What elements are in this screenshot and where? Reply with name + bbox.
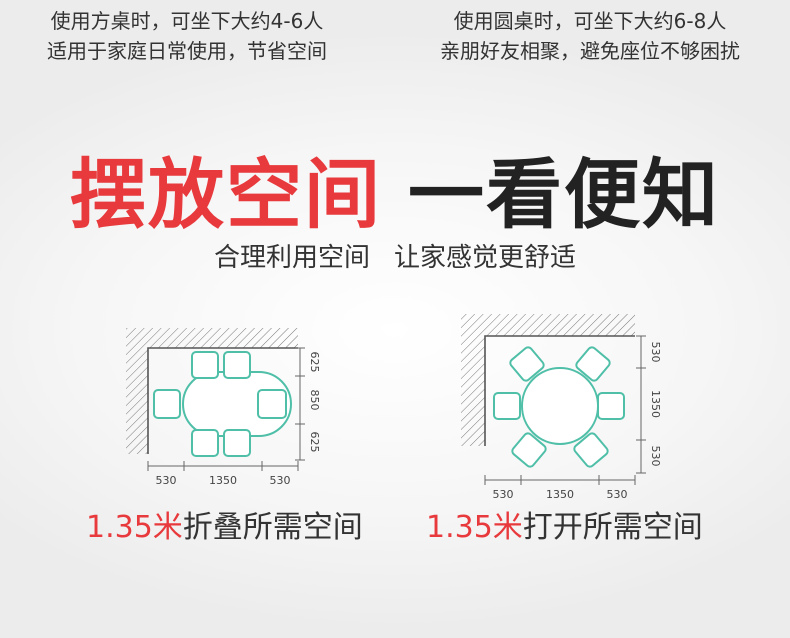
headline-black: 一看便知: [408, 150, 720, 239]
dim-bottom-1: 530: [156, 474, 177, 487]
room-outline: [147, 347, 298, 454]
chair-1: [509, 346, 545, 382]
chair-2: [575, 346, 611, 382]
chair-top-2: [223, 351, 251, 379]
open-space-number: 1.35米: [426, 510, 523, 545]
open-space-text: 打开所需空间: [522, 510, 703, 545]
chair-top-1: [191, 351, 219, 379]
open-table-layout-diagram: 530 1350 530 530 1350 530: [461, 314, 662, 501]
open-space-caption: 1.35米打开所需空间: [426, 508, 703, 548]
wall-top: [148, 328, 298, 348]
wall-top: [485, 314, 635, 336]
dim-right-2: 1350: [649, 390, 662, 418]
chair-right: [257, 389, 287, 419]
wall-left: [126, 328, 148, 454]
wall-left: [461, 314, 485, 446]
folded-table-layout-diagram: 625 850 625 530 1350 530: [126, 328, 321, 487]
folded-space-caption: 1.35米折叠所需空间: [86, 508, 363, 548]
chair-6: [573, 432, 609, 468]
round-table-usage-text: 亲朋好友相聚，避免座位不够困扰: [440, 39, 740, 63]
round-table: [521, 367, 599, 445]
chair-bottom-2: [223, 429, 251, 457]
dim-bottom-1: 530: [493, 488, 514, 501]
room-outline: [484, 335, 635, 446]
folded-space-number: 1.35米: [86, 510, 183, 545]
chair-3: [493, 392, 521, 420]
dim-right-1: 625: [308, 352, 321, 373]
folded-space-text: 折叠所需空间: [182, 510, 363, 545]
square-table-usage-text: 适用于家庭日常使用，节省空间: [47, 39, 327, 63]
round-table-seats-text: 使用圆桌时，可坐下大约6-8人: [453, 9, 727, 33]
headline: 摆放空间一看便知: [0, 150, 790, 240]
dim-bottom-2: 1350: [546, 488, 574, 501]
dim-right-1: 530: [649, 342, 662, 363]
dim-bottom-3: 530: [270, 474, 291, 487]
dim-right-2: 850: [308, 390, 321, 411]
square-table-seats-text: 使用方桌时，可坐下大约4-6人: [50, 9, 324, 33]
chair-5: [511, 432, 547, 468]
dim-bottom-3: 530: [607, 488, 628, 501]
subheadline-part1: 合理利用空间: [213, 243, 370, 273]
headline-red: 摆放空间: [70, 150, 382, 239]
dim-right-3: 530: [649, 446, 662, 467]
subheadline-part2: 让家感觉更舒适: [394, 243, 577, 273]
dim-right-3: 625: [308, 432, 321, 453]
chair-4: [597, 392, 625, 420]
subheadline: 合理利用空间让家感觉更舒适: [0, 240, 790, 276]
chair-left: [153, 389, 181, 419]
chair-bottom-1: [191, 429, 219, 457]
dim-bottom-2: 1350: [209, 474, 237, 487]
